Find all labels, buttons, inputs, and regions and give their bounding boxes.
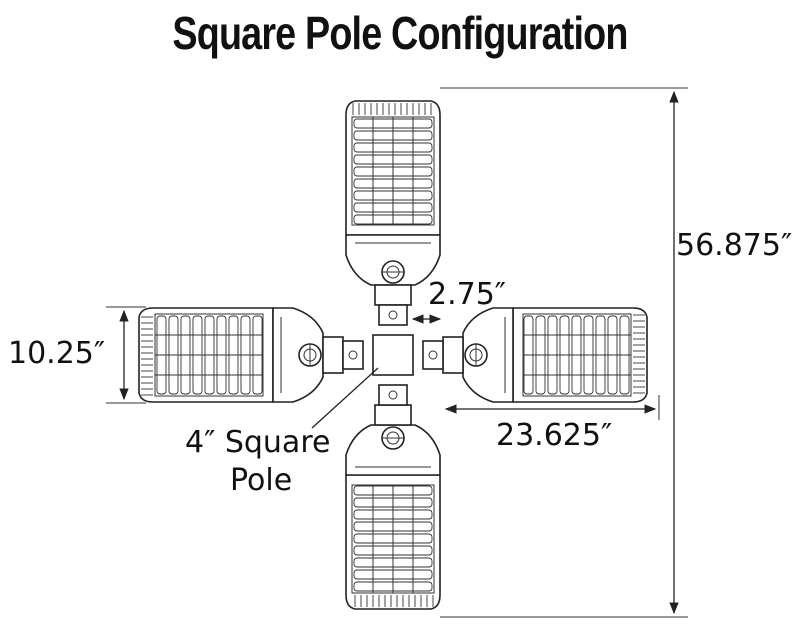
pole-label-line2: Pole	[230, 463, 292, 498]
luminaire-right	[422, 307, 648, 403]
page-title: Square Pole Configuration	[172, 7, 628, 59]
dim-fixture-width-text: 10.25″	[8, 336, 105, 371]
luminaire-left	[138, 307, 364, 403]
luminaire-bottom	[345, 384, 441, 610]
dimension-overall-height	[440, 87, 688, 618]
dim-arm-gap-text: 2.75″	[428, 277, 506, 312]
luminaire-top	[345, 100, 441, 326]
dimension-fixture-length	[444, 395, 660, 420]
pole-leader-line	[311, 367, 379, 429]
dim-fixture-length-text: 23.625″	[496, 418, 612, 453]
dimension-fixture-width	[106, 306, 146, 404]
pole-label-line1: 4″ Square	[185, 425, 330, 460]
dim-overall-height-text: 56.875″	[676, 228, 792, 263]
square-pole	[372, 334, 414, 376]
